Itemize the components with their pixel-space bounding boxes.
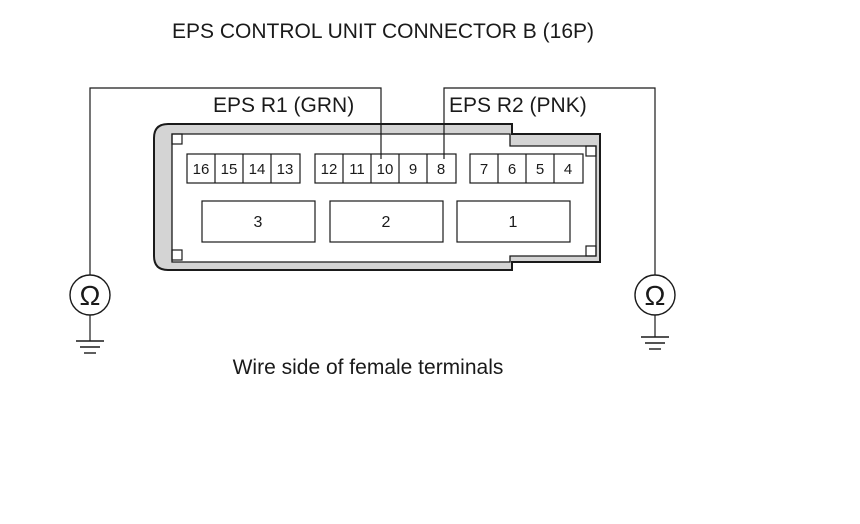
pin-group-middle: 12 11 10 9 8	[314, 153, 457, 184]
terminal-15: 15	[221, 161, 238, 178]
diagram-caption: Wire side of female terminals	[233, 356, 504, 379]
probe-wires	[89, 87, 656, 341]
probe-wire-right	[443, 87, 656, 275]
ground-icon	[76, 340, 104, 354]
large-terminals: 3 2 1	[201, 200, 571, 243]
ohmmeter-icon: Ω	[645, 280, 666, 311]
terminal-10: 10	[377, 161, 394, 178]
terminal-9: 9	[409, 161, 417, 178]
ohmmeter-right: Ω	[634, 274, 676, 316]
terminal-4: 4	[564, 161, 572, 178]
wire-label-r1: EPS R1 (GRN)	[213, 94, 354, 117]
probe-wire-left	[89, 87, 382, 275]
terminal-12: 12	[321, 161, 338, 178]
pin-group-right: 7 6 5 4	[469, 153, 584, 184]
terminal-7: 7	[480, 161, 488, 178]
terminal-13: 13	[277, 161, 294, 178]
ohmmeter-left: Ω	[69, 274, 111, 316]
terminal-5: 5	[536, 161, 544, 178]
terminal-1: 1	[509, 214, 518, 231]
terminal-16: 16	[193, 161, 210, 178]
terminal-3: 3	[254, 214, 263, 231]
diagram-title: EPS CONTROL UNIT CONNECTOR B (16P)	[172, 20, 594, 43]
terminal-6: 6	[508, 161, 516, 178]
terminal-2: 2	[382, 214, 391, 231]
terminal-8: 8	[437, 161, 445, 178]
terminal-11: 11	[349, 161, 365, 178]
pin-group-left: 16 15 14 13	[186, 153, 301, 184]
terminal-14: 14	[249, 161, 266, 178]
ohmmeter-icon: Ω	[80, 280, 101, 311]
wire-label-r2: EPS R2 (PNK)	[449, 94, 587, 117]
ground-icon	[641, 336, 669, 350]
connector-shell	[153, 123, 601, 271]
